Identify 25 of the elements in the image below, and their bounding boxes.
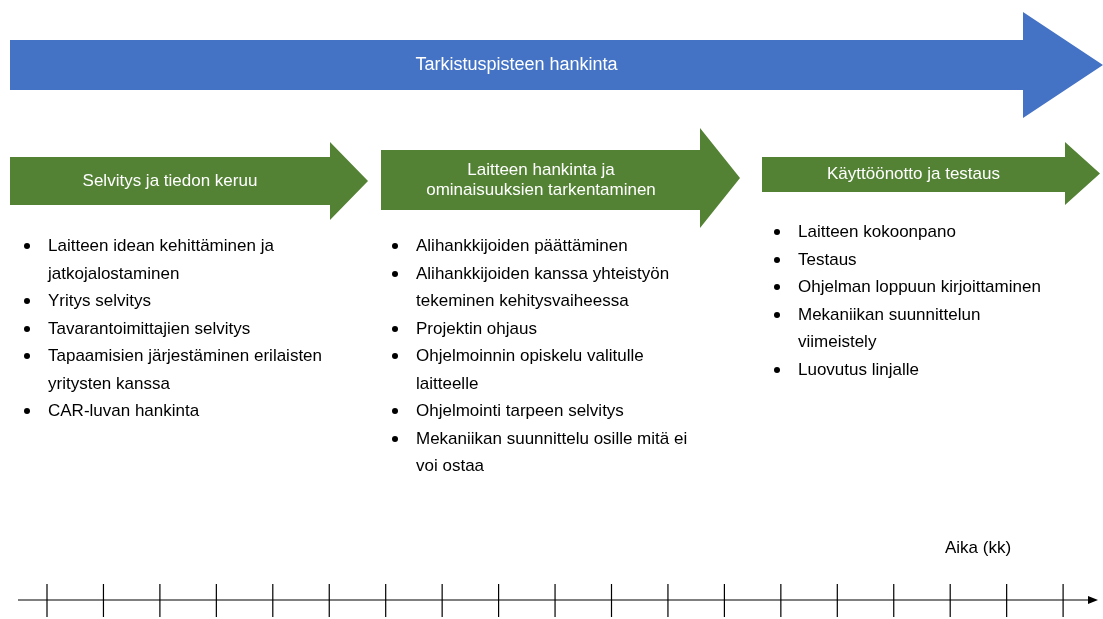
banner-title: Laitteen hankinta ja ominaisuuksien tarkentaminen xyxy=(425,159,657,201)
bullet-item: Alihankkijoiden kanssa yhteistyön tekeminen kehitysvaiheessa xyxy=(416,263,670,310)
banner-title: Käyttöönotto ja testaus xyxy=(827,164,1000,185)
bullet-item: CAR-luvan hankinta xyxy=(48,401,200,420)
bullet-item: Testaus xyxy=(798,249,857,269)
bullet-item: Mekaniikan suunnittelun viimeistely xyxy=(798,304,981,351)
banner-title: Selvitys ja tiedon keruu xyxy=(82,170,258,192)
bullet-item: Tavarantoimittajien selvitys xyxy=(48,318,251,338)
arrow-banner xyxy=(10,12,1103,118)
bullet-item: Alihankkijoiden päättäminen xyxy=(416,236,628,255)
banner-title: Tarkistuspisteen hankinta xyxy=(415,54,618,76)
arrow-banner xyxy=(10,142,368,220)
axis-label: Aika (kk) xyxy=(945,538,1012,558)
bullet-item: Ohjelmointi tarpeen selvitys xyxy=(416,401,624,420)
bullet-item: Laitteen kokoonpano xyxy=(798,222,956,241)
bullet-item: Mekaniikan suunnittelu osille mitä ei voi ostaa xyxy=(416,428,688,475)
arrow-banner xyxy=(381,128,740,228)
bullet-item: Luovutus linjalle xyxy=(798,359,919,379)
arrow-banner xyxy=(762,142,1100,205)
bullet-item: Laitteen idean kehittäminen ja jatkojalostaminen xyxy=(48,236,274,283)
bullet-item: Tapaamisien järjestäminen erilaisten yritysten kanssa xyxy=(48,346,323,393)
bullet-item: Ohjelmoinnin opiskelu valitulle laitteelle xyxy=(416,346,644,393)
bullet-item: Yritys selvitys xyxy=(48,291,151,310)
bullet-item: Ohjelman loppuun kirjoittaminen xyxy=(798,277,1041,296)
bullet-item: Projektin ohjaus xyxy=(416,318,537,338)
